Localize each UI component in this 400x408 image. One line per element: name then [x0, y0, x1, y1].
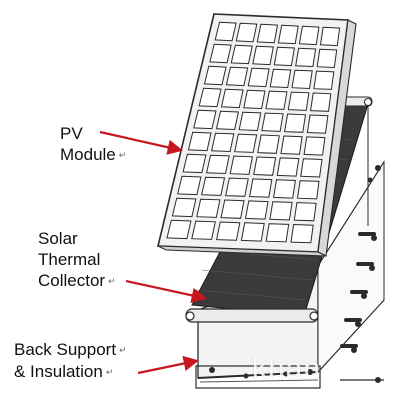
label-thermal-line-2: Thermal [38, 250, 101, 269]
pv-cell [229, 155, 254, 175]
pv-cell [265, 90, 288, 110]
pv-cell [230, 44, 253, 65]
pv-cell [298, 25, 320, 46]
pv-cell [187, 131, 212, 152]
pv-cell [235, 22, 258, 43]
pv-cell [303, 136, 326, 156]
pv-cell [215, 110, 240, 131]
pv-cell [220, 199, 245, 219]
pv-cell [244, 200, 269, 220]
pv-cell [177, 175, 202, 196]
pv-cell [277, 24, 299, 45]
pv-cell [256, 23, 279, 44]
label-pv-line-2: Module [60, 145, 116, 164]
pv-cell [225, 177, 249, 197]
pv-cell [280, 135, 303, 155]
arrow-back-support [137, 355, 200, 375]
pv-cell [310, 92, 332, 112]
arrow-pv-module [99, 130, 184, 155]
pv-cell [205, 154, 230, 175]
label-pv-module: PV Module↵ [60, 123, 126, 166]
pv-cell [265, 223, 290, 243]
pv-cell [191, 220, 216, 240]
pv-cell [210, 132, 235, 153]
pv-cell [252, 45, 274, 66]
pv-cell [238, 111, 262, 132]
pv-cell [276, 157, 300, 177]
pv-cell [316, 48, 338, 69]
pv-cell [198, 87, 222, 108]
pv-cell [243, 89, 266, 110]
return-mark-icon: ↵ [105, 367, 114, 378]
label-thermal-line-1: Solar [38, 229, 78, 248]
pv-cell [203, 65, 227, 86]
pv-cell [319, 26, 341, 47]
pv-cell [171, 197, 197, 218]
return-mark-icon: ↵ [118, 150, 127, 161]
pv-cell [290, 223, 314, 244]
pv-cell [287, 91, 310, 111]
pv-cell-grid [166, 21, 341, 244]
pv-cell [293, 202, 317, 222]
pv-cell [295, 47, 317, 68]
pv-cell [220, 88, 244, 109]
return-mark-icon: ↵ [108, 276, 116, 287]
pv-cell [234, 133, 258, 153]
pv-cell [291, 69, 313, 90]
pv-module [156, 13, 357, 257]
pv-cell [193, 109, 217, 130]
label-back-support-insulation: Back Support↵ & Insulation↵ [14, 339, 127, 383]
label-thermal-line-3: Collector [38, 271, 106, 290]
pv-cell [261, 112, 284, 132]
pv-cell [313, 70, 335, 90]
pv-cell [269, 68, 292, 89]
pv-cell [273, 46, 295, 67]
pv-cell [201, 176, 226, 196]
label-solar-thermal-collector: Solar Thermal Collector↵ [38, 228, 116, 292]
pv-cell [247, 67, 270, 88]
pv-cell [215, 221, 241, 241]
pv-cell [300, 158, 323, 178]
pv-cell [253, 156, 277, 176]
pv-cell [296, 180, 320, 200]
pv-cell [166, 219, 192, 240]
pv-cell [240, 222, 265, 242]
pv-cell [196, 198, 221, 218]
pv-cell [269, 201, 293, 221]
pv-cell [249, 178, 273, 198]
pv-cell [306, 114, 329, 134]
return-mark-icon: ↵ [119, 345, 127, 356]
pv-cell [182, 153, 207, 174]
pv-cell [209, 43, 232, 64]
pv-cell [257, 134, 280, 154]
label-back-line-1: Back Support [14, 340, 117, 359]
label-back-line-2: & Insulation [14, 362, 103, 382]
pv-cell [214, 21, 237, 42]
watermark: khan [252, 352, 322, 385]
arrow-solar-thermal-collector [125, 279, 208, 303]
pv-cell [225, 66, 249, 87]
pv-cell [284, 113, 307, 133]
support-brackets [209, 165, 381, 379]
pv-cell [273, 179, 296, 199]
label-pv-line-1: PV [60, 124, 83, 143]
